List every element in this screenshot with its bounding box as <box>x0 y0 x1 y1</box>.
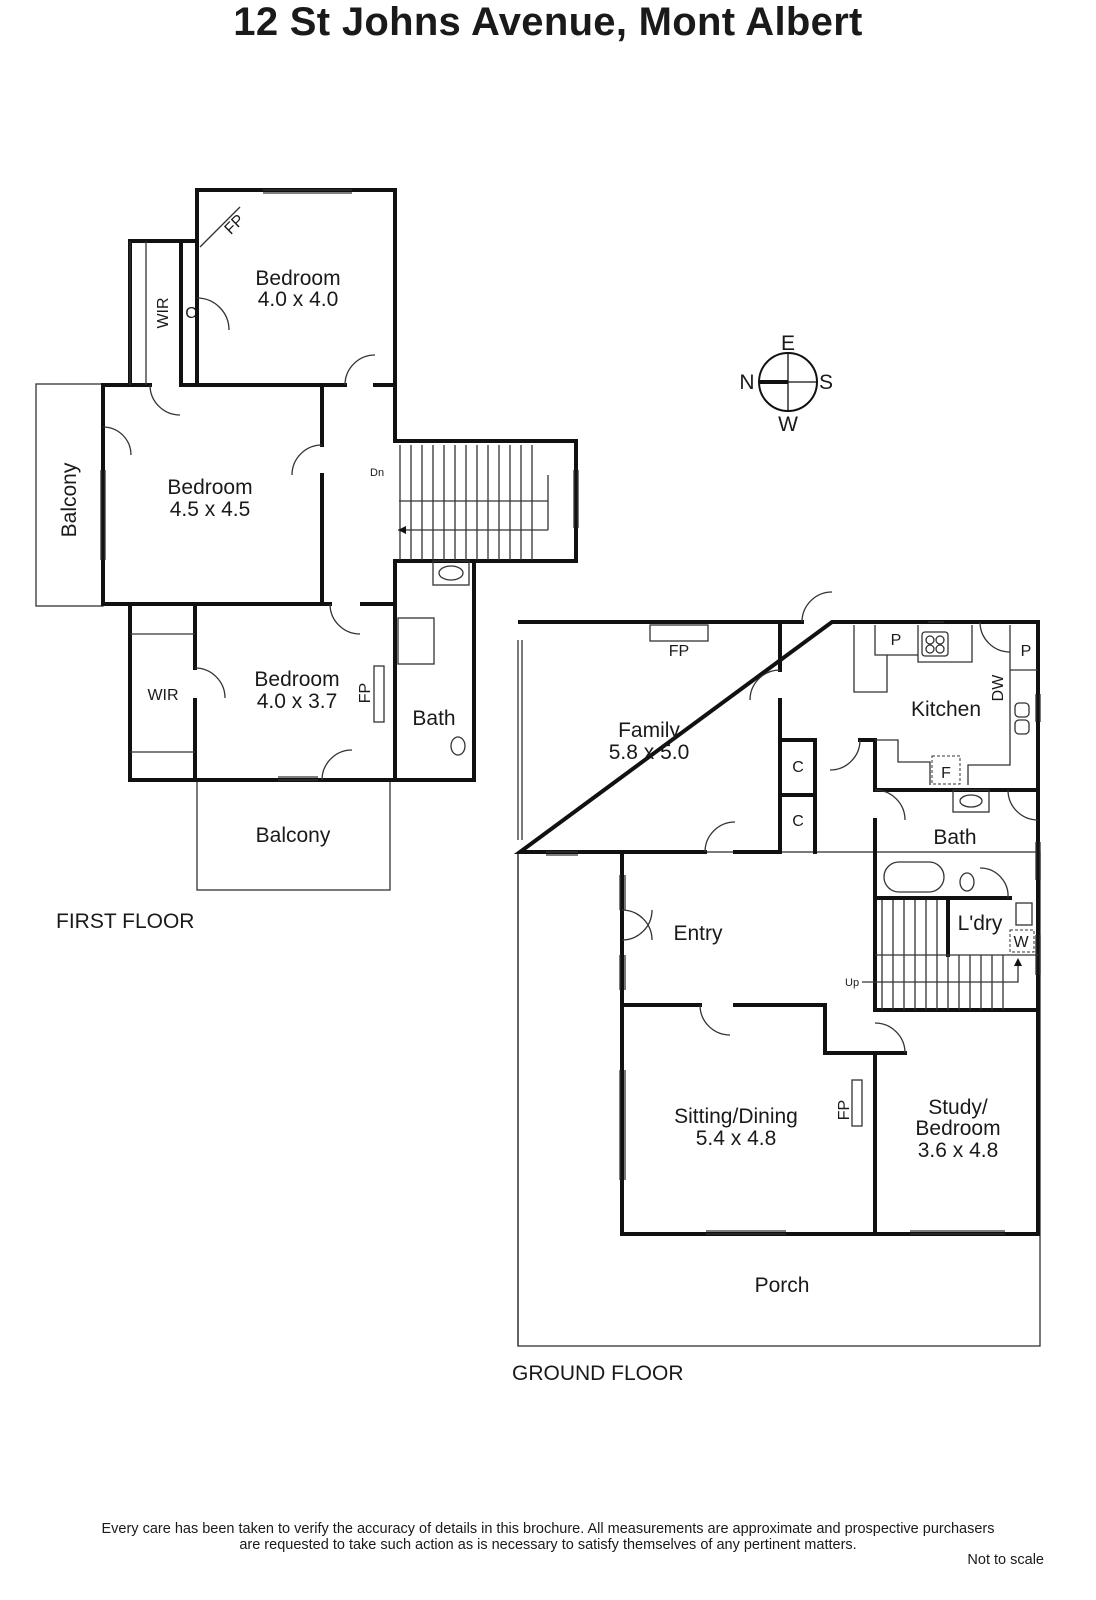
room-name: Porch <box>755 1274 810 1297</box>
toilet <box>959 872 975 892</box>
windows <box>100 189 579 781</box>
not-to-scale-note: Not to scale <box>967 1552 1044 1568</box>
basin <box>432 560 470 586</box>
fp-label: FP <box>836 1100 853 1120</box>
room-name: Family <box>618 719 680 742</box>
disclaimer-line: are requested to take such action as is … <box>239 1537 857 1553</box>
toilet <box>450 736 466 756</box>
room-name: Bedroom <box>254 668 339 691</box>
room-size: 4.0 x 4.0 <box>258 288 339 311</box>
room-size: 5.8 x 5.0 <box>609 741 690 764</box>
closet-label: C <box>792 813 804 830</box>
compass-icon: E N S W <box>739 332 833 436</box>
shower <box>397 617 435 665</box>
fp-label: FP <box>222 212 248 238</box>
room-name: Entry <box>673 922 723 945</box>
closet-label: C <box>185 305 197 322</box>
washer-space <box>1009 929 1035 953</box>
disclaimer-line: Every care has been taken to verify the … <box>101 1521 995 1537</box>
stairs-up-label: Up <box>845 977 859 989</box>
kitchen-benches <box>853 625 1038 785</box>
floor-label: FIRST FLOOR <box>56 910 194 933</box>
room-name: Bath <box>412 707 455 730</box>
compass-s: S <box>819 371 833 394</box>
room-name: L'dry <box>958 912 1003 935</box>
fireplace-family <box>649 624 709 642</box>
cooktop-icon <box>921 631 949 657</box>
stairs-ground <box>862 900 1038 1010</box>
stairs-first <box>398 445 549 560</box>
room-name: Balcony <box>58 462 81 537</box>
fireplace-corner <box>199 206 241 248</box>
door-swings <box>102 297 376 781</box>
sink-icon <box>1014 702 1030 718</box>
door-swings <box>621 591 1039 1054</box>
fp-label: FP <box>357 683 374 703</box>
closet-label: C <box>792 759 804 776</box>
fireplace-sitting <box>851 1079 863 1127</box>
room-name: Bedroom <box>255 267 340 290</box>
ground-floor-outer-wall <box>513 620 1040 1236</box>
room-name: Bedroom <box>167 476 252 499</box>
fireplace-bed3 <box>373 665 385 723</box>
compass-e: E <box>781 332 795 355</box>
wir-label: WIR <box>155 297 172 328</box>
wir-label: WIR <box>147 687 178 704</box>
room-size: 5.4 x 4.8 <box>696 1127 777 1150</box>
trough-icon <box>1015 902 1033 926</box>
pantry-label: P <box>891 632 902 649</box>
stairs-dn-label: Dn <box>370 467 384 479</box>
room-size: 4.5 x 4.5 <box>170 498 251 521</box>
disclaimer: Every care has been taken to verify the … <box>0 1521 1096 1553</box>
room-name: Bath <box>933 826 976 849</box>
basin-bowl <box>438 565 464 581</box>
room-name: Bedroom <box>915 1117 1000 1140</box>
page-title: 12 St Johns Avenue, Mont Albert <box>233 0 863 44</box>
basin <box>952 789 990 813</box>
dishwasher-label: DW <box>990 674 1007 702</box>
wir-top-shelves <box>129 241 147 385</box>
ground-floor-plan: Family 5.8 x 5.0 Kitchen Bath L'dry Entr… <box>512 591 1041 1385</box>
fridge-label: F <box>941 765 951 782</box>
bathtub <box>883 861 945 893</box>
compass-n: N <box>739 371 754 394</box>
room-name: Balcony <box>256 824 331 847</box>
room-name: Sitting/Dining <box>674 1105 798 1128</box>
washer-label: W <box>1013 934 1029 951</box>
first-floor-plan: Bedroom 4.0 x 4.0 Bedroom 4.5 x 4.5 Bedr… <box>35 188 579 933</box>
pantry-label: P <box>1021 643 1032 660</box>
wir-bottom-shelves <box>130 633 195 753</box>
compass-w: W <box>778 413 798 436</box>
fridge-space <box>931 755 961 785</box>
room-size: 4.0 x 3.7 <box>257 690 338 713</box>
fp-label: FP <box>669 643 689 660</box>
room-name: Study/ <box>928 1096 988 1119</box>
room-name: Kitchen <box>911 698 981 721</box>
room-size: 3.6 x 4.8 <box>918 1139 999 1162</box>
floor-label: GROUND FLOOR <box>512 1362 684 1385</box>
